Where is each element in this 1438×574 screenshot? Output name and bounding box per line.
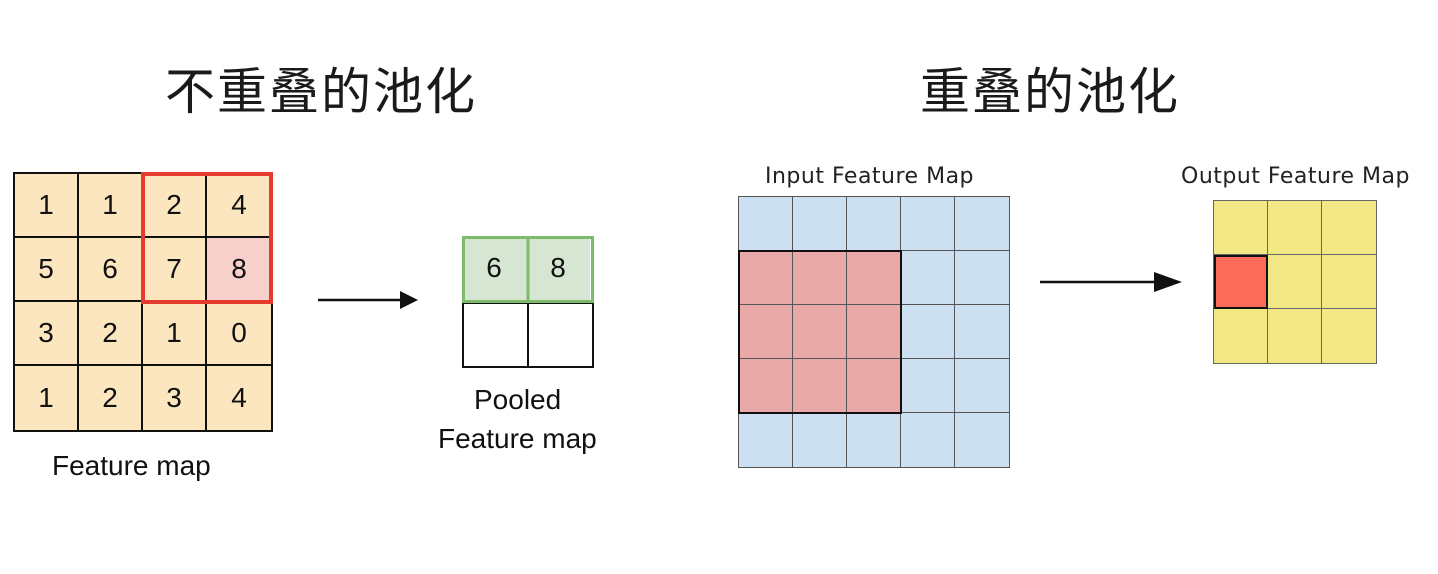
input-map-cell-kernel: [793, 251, 847, 305]
feature-map-cell: 3: [15, 302, 79, 366]
input-map-cell: [847, 197, 901, 251]
arrow-right-icon: [1040, 272, 1182, 292]
output-map-cell: [1268, 201, 1322, 255]
title-overlapping-pooling: 重叠的池化: [920, 63, 1180, 121]
input-map-cell: [901, 305, 955, 359]
input-map-cell-kernel: [739, 251, 793, 305]
feature-map-cell: 1: [15, 174, 79, 238]
input-map-cell: [955, 251, 1009, 305]
input-map-cell-kernel: [739, 305, 793, 359]
input-map-cell: [901, 197, 955, 251]
feature-map-cell: 3: [143, 366, 207, 430]
pooled-map-cell: [462, 300, 526, 364]
title-non-overlapping-pooling: 不重叠的池化: [165, 63, 477, 121]
input-map-cell-kernel: [847, 359, 901, 413]
output-map-cell: [1214, 201, 1268, 255]
output-map-cell-highlight: [1214, 255, 1268, 309]
pooled-map-borders: [462, 236, 594, 368]
input-map-cell: [901, 413, 955, 467]
output-map-cell: [1322, 255, 1376, 309]
input-map-cell: [739, 413, 793, 467]
output-feature-map-label: Output Feature Map: [1181, 164, 1410, 189]
pooled-map-cell: 6: [462, 236, 526, 300]
pooled-map-cell: [526, 300, 590, 364]
feature-map-cell: 2: [143, 174, 207, 238]
input-map-cell: [793, 413, 847, 467]
feature-map-cell: 8: [207, 238, 271, 302]
output-feature-map-grid: [1213, 200, 1377, 364]
input-map-cell: [955, 359, 1009, 413]
input-map-cell: [955, 305, 1009, 359]
output-map-cell: [1214, 309, 1268, 363]
feature-map-cell: 7: [143, 238, 207, 302]
input-map-cell-kernel: [847, 305, 901, 359]
output-map-cell: [1322, 309, 1376, 363]
output-map-cell: [1268, 309, 1322, 363]
output-map-cell: [1268, 255, 1322, 309]
pooled-label-line2: Feature map: [438, 423, 597, 454]
input-map-cell-kernel: [847, 251, 901, 305]
feature-map-cell: 1: [143, 302, 207, 366]
input-map-cell-kernel: [739, 359, 793, 413]
feature-map-cell: 6: [79, 238, 143, 302]
feature-map-cell: 2: [79, 366, 143, 430]
input-map-cell: [739, 197, 793, 251]
feature-map-cell: 5: [15, 238, 79, 302]
input-map-wrapper: [738, 196, 1010, 468]
input-map-cell: [901, 359, 955, 413]
input-map-cell: [901, 251, 955, 305]
arrow-right-icon: [318, 291, 418, 309]
feature-map-cell: 4: [207, 366, 271, 430]
pooled-map-cell: 8: [526, 236, 590, 300]
feature-map-cell: 1: [79, 174, 143, 238]
input-map-cell: [847, 413, 901, 467]
output-map-cell: [1322, 201, 1376, 255]
feature-map-cell: 0: [207, 302, 271, 366]
input-map-cell: [955, 197, 1009, 251]
feature-map-cell: 1: [15, 366, 79, 430]
input-map-cell-kernel: [793, 359, 847, 413]
feature-map-label: Feature map: [52, 450, 211, 481]
input-map-cell: [955, 413, 1009, 467]
pooled-label-line1: Pooled: [474, 384, 562, 415]
feature-map-cell: 4: [207, 174, 271, 238]
input-feature-map-label: Input Feature Map: [765, 164, 975, 189]
feature-map-cell: 2: [79, 302, 143, 366]
input-map-cell: [793, 197, 847, 251]
output-map-wrapper: [1213, 200, 1377, 364]
input-map-cell-kernel: [793, 305, 847, 359]
input-feature-map-grid: [738, 196, 1010, 468]
